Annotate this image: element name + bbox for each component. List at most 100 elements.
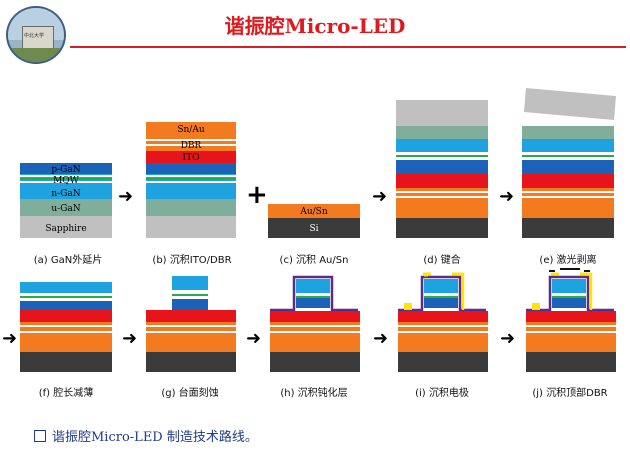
si-label: Si	[309, 224, 318, 234]
page-title: 谐振腔Micro-LED	[224, 14, 406, 38]
mqw-line	[20, 181, 112, 183]
u-gan-layer	[146, 199, 236, 216]
flow-arrow: ➜	[373, 328, 389, 349]
title-underline	[70, 46, 626, 48]
u-gan-label: u-GaN	[51, 204, 80, 214]
bottom-electrode	[404, 303, 412, 310]
bond-layer	[398, 340, 488, 352]
ito-layer	[522, 174, 614, 188]
flow-arrow: ➜	[122, 328, 138, 349]
mqw-layer	[396, 151, 488, 152]
ito-layer	[526, 311, 616, 322]
dbr-line	[146, 325, 236, 327]
bond-layer	[20, 340, 112, 352]
caption-f: (f) 腔长减薄	[38, 388, 94, 399]
sapphire-layer	[396, 100, 488, 126]
dbr-line	[522, 191, 614, 193]
mqw-line	[20, 178, 112, 180]
n-gan-layer	[522, 139, 614, 151]
mqw-line	[522, 152, 614, 154]
panel-d	[396, 100, 488, 238]
dbr-line	[270, 325, 360, 327]
caption-b: (b) 沉积ITO/DBR	[152, 255, 232, 266]
panel-e	[522, 88, 616, 238]
mqw-line	[522, 155, 614, 157]
bond-layer	[522, 204, 614, 218]
au-sn-layer	[268, 204, 360, 218]
ito-layer	[146, 151, 236, 163]
mqw-line	[552, 293, 586, 295]
dbr-line	[146, 331, 236, 333]
mqw-line	[396, 152, 488, 154]
sapphire-layer	[20, 216, 112, 238]
passivation-layer	[398, 275, 486, 312]
mesa-p-gan	[172, 299, 208, 310]
bond-layer	[526, 340, 616, 352]
footer-note: 谐振腔Micro-LED 制造技术路线。	[34, 426, 258, 445]
ito-label: ITO	[183, 153, 200, 163]
dbr-line	[396, 191, 488, 193]
si-layer	[522, 218, 614, 238]
mqw-layer	[20, 292, 112, 293]
dbr-line	[146, 144, 236, 146]
caption-d: (d) 键合	[423, 255, 461, 266]
panel-f	[20, 282, 112, 372]
checkbox-icon	[34, 430, 46, 442]
dbr-line	[20, 331, 112, 333]
flow-arrow: ➜	[500, 328, 516, 349]
sn-au-layer	[146, 122, 236, 136]
passivation-layer	[270, 275, 358, 312]
flow-arrow: ➜	[246, 328, 262, 349]
panel-a: p-GaN MQW n-GaN u-GaN Sapphire	[20, 163, 112, 238]
caption-j: (j) 沉积顶部DBR	[532, 388, 608, 399]
panel-g	[146, 276, 236, 372]
mqw-line	[20, 293, 112, 295]
ito-layer	[270, 311, 360, 322]
footer-text: 谐振腔Micro-LED 制造技术路线。	[52, 430, 258, 445]
mqw-label: MQW	[53, 176, 80, 186]
p-gan-label: p-GaN	[51, 165, 80, 175]
university-logo: 中北大学	[6, 6, 66, 64]
mqw-line	[146, 181, 236, 183]
mqw-line	[396, 158, 488, 160]
mesa-p-gan	[296, 298, 330, 308]
mqw-line	[552, 296, 586, 298]
u-gan-layer	[20, 199, 112, 216]
mqw-line	[424, 293, 458, 295]
p-gan-layer	[20, 301, 112, 310]
mesa-p-gan	[424, 298, 458, 308]
flow-arrow: ➜	[2, 328, 18, 349]
n-gan-layer	[146, 185, 236, 199]
n-gan-layer	[20, 282, 112, 292]
logo-text: 中北大学	[24, 33, 45, 39]
dbr-line	[526, 325, 616, 327]
bond-layer	[270, 340, 360, 352]
p-gan-layer	[522, 160, 614, 174]
mqw-line	[172, 294, 208, 296]
si-layer	[396, 218, 488, 238]
au-sn-label: Au/Sn	[299, 207, 327, 217]
sapphire-layer	[146, 216, 236, 238]
dbr-line	[270, 331, 360, 333]
sapphire-label: Sapphire	[45, 224, 86, 234]
n-gan-label: n-GaN	[51, 189, 80, 199]
n-gan-layer	[396, 139, 488, 151]
sn-au-label: Sn/Au	[177, 125, 204, 135]
caption-g: (g) 台面刻蚀	[161, 388, 219, 399]
panel-i	[398, 272, 488, 372]
p-gan-layer	[20, 163, 112, 174]
passivation-layer	[526, 275, 614, 312]
flow-arrow: ➜	[118, 186, 134, 207]
mesa-n-gan	[296, 279, 330, 293]
side-electrode	[461, 272, 465, 310]
mqw-line	[296, 296, 330, 298]
caption-i: (i) 沉积电极	[415, 388, 469, 399]
mqw-line	[20, 175, 112, 177]
si-layer	[526, 352, 616, 372]
ito-layer	[398, 311, 488, 322]
si-layer	[398, 352, 488, 372]
ito-layer	[146, 310, 236, 322]
caption-a: (a) GaN外延片	[33, 255, 103, 266]
si-layer	[268, 218, 360, 238]
dbr-line	[526, 331, 616, 333]
